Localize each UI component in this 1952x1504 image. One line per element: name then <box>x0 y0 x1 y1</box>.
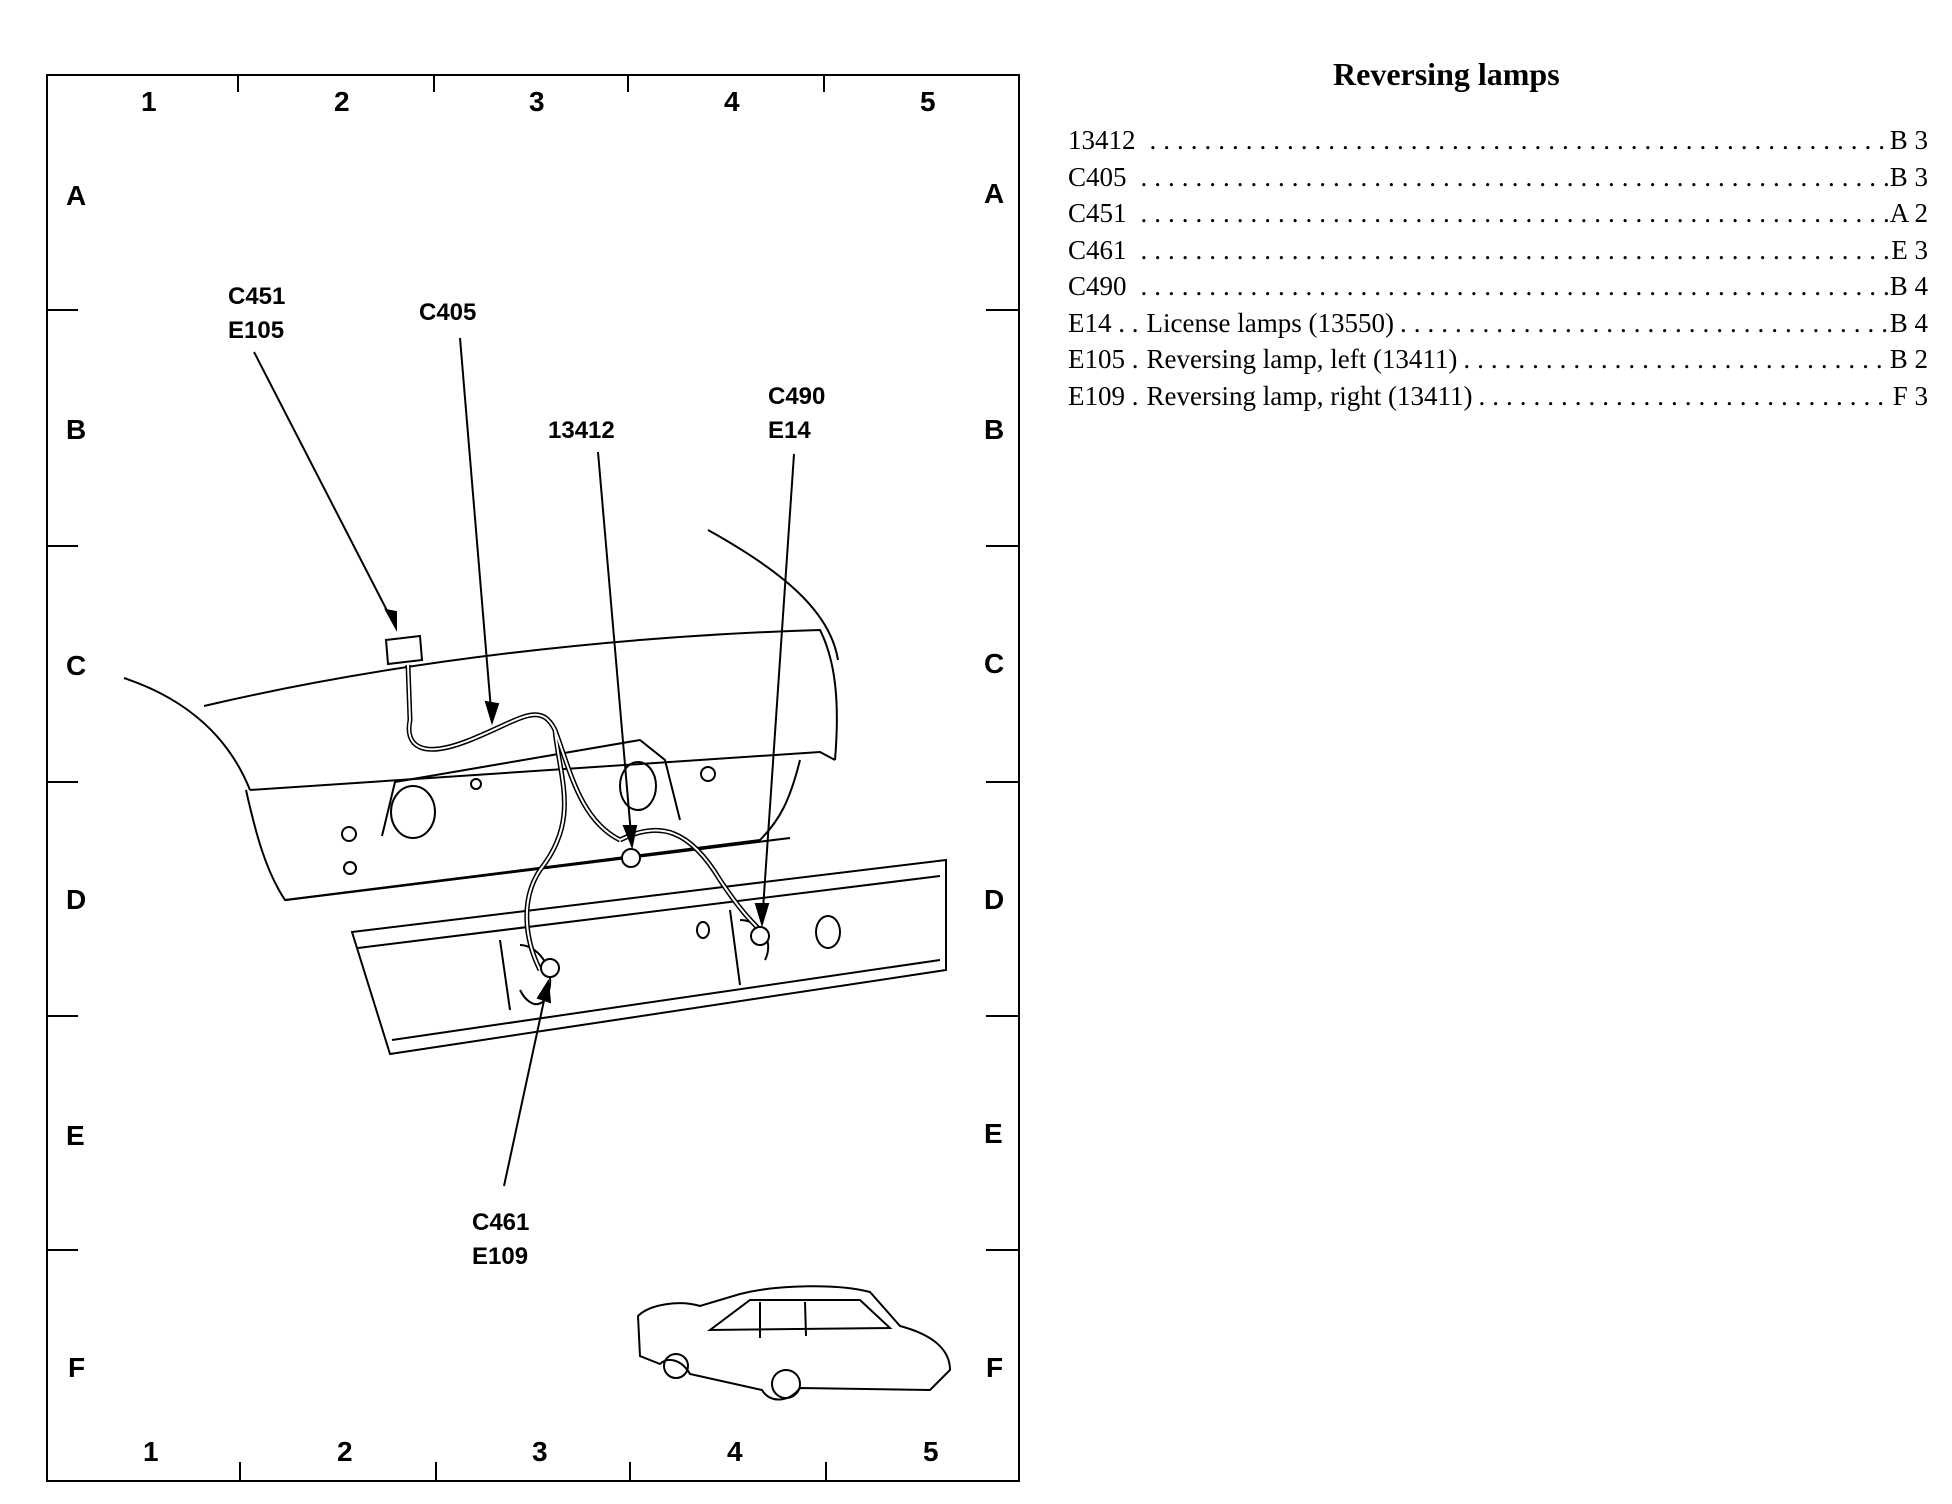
legend-leader-dots: ........................................… <box>1399 307 1890 338</box>
row-label-c-right: C <box>984 648 1005 679</box>
legend-ref: E 3 <box>1891 234 1928 265</box>
legend-id: C490 <box>1068 271 1127 301</box>
legend-id: E105 . <box>1068 344 1139 374</box>
legend-id: E109 . <box>1068 380 1139 411</box>
col-label-2-bottom: 2 <box>337 1436 353 1467</box>
legend-leader-dots: ........................................… <box>1140 198 1890 228</box>
col-label-1-bottom: 1 <box>143 1436 159 1467</box>
col-label-3-top: 3 <box>529 86 545 117</box>
legend-row: C451 ...................................… <box>1068 195 1928 232</box>
row-label-a-right: A <box>984 178 1005 209</box>
legend-ref: A 2 <box>1889 198 1928 228</box>
col-label-1-top: 1 <box>141 86 157 117</box>
callout-13412: 13412 <box>548 414 615 448</box>
callout-c461-e109: C461 E109 <box>472 1206 529 1274</box>
legend-ref: B 3 <box>1889 125 1928 155</box>
legend-ref: B 2 <box>1889 344 1928 374</box>
legend-ref: B 3 <box>1889 161 1928 192</box>
row-label-a-left: A <box>66 180 87 211</box>
col-label-4-bottom: 4 <box>727 1436 743 1467</box>
callout-c451-e105: C451 E105 <box>228 280 285 348</box>
connectors <box>384 634 770 978</box>
row-label-f-left: F <box>68 1352 86 1383</box>
diagram-frame <box>46 74 1020 1482</box>
callout-c405: C405 <box>419 296 476 330</box>
wiring-harness-inner <box>407 664 761 971</box>
legend-leader-dots: ........................................… <box>1478 380 1892 411</box>
callout-line-c490: C490 <box>768 383 826 410</box>
grid-ticks <box>46 74 1020 1482</box>
legend-row: C490 ...................................… <box>1068 268 1928 305</box>
legend-ref: B 4 <box>1889 307 1928 338</box>
row-label-f-right: F <box>986 1352 1004 1383</box>
legend-leader-dots: ........................................… <box>1140 234 1892 265</box>
legend-ref: F 3 <box>1892 380 1928 411</box>
legend-id: C405 <box>1068 161 1127 192</box>
legend-id: 13412 <box>1068 125 1136 155</box>
callout-line-c405: C405 <box>419 299 477 326</box>
callout-line-e14: E14 <box>768 417 811 444</box>
legend-row: E109 . Reversing lamp, right (13411) ...… <box>1068 378 1928 415</box>
legend-list: 13412 ..................................… <box>1068 122 1928 414</box>
leader-lines <box>253 337 795 1187</box>
row-label-e-right: E <box>984 1118 1003 1149</box>
car-silhouette <box>636 1285 952 1401</box>
legend-row: E14 . . License lamps (13550) ..........… <box>1068 305 1928 342</box>
legend-id: C451 <box>1068 198 1127 228</box>
legend-row: E105 . Reversing lamp, left (13411) ....… <box>1068 341 1928 378</box>
col-label-3-bottom: 3 <box>532 1436 548 1467</box>
legend-title: Reversing lamps <box>1333 56 1560 92</box>
col-label-5-bottom: 5 <box>923 1436 939 1467</box>
legend-leader-dots: ........................................… <box>1463 344 1890 374</box>
row-label-c-left: C <box>66 650 87 681</box>
legend-id: C461 <box>1068 234 1127 265</box>
legend-id: E14 . . <box>1068 307 1139 338</box>
legend-desc: Reversing lamp, left (13411) <box>1146 344 1458 374</box>
license-panel <box>350 858 947 1056</box>
callout-line-e109: E109 <box>472 1243 529 1270</box>
legend-leader-dots: ........................................… <box>1149 125 1890 155</box>
row-label-e-left: E <box>66 1120 85 1151</box>
legend-desc: Reversing lamp, right (13411) <box>1146 380 1473 411</box>
col-label-4-top: 4 <box>724 86 740 117</box>
legend-row: C461 ...................................… <box>1068 232 1928 269</box>
legend-desc: License lamps (13550) <box>1146 307 1394 338</box>
callout-c490-e14: C490 E14 <box>768 380 825 448</box>
col-label-2-top: 2 <box>334 86 350 117</box>
legend-row: 13412 ..................................… <box>1068 122 1928 159</box>
callout-line-c451: C451 <box>228 283 286 310</box>
legend-row: C405 ...................................… <box>1068 159 1928 196</box>
callout-line-13412: 13412 <box>548 417 615 444</box>
row-label-d-right: D <box>984 884 1005 915</box>
legend-leader-dots: ........................................… <box>1140 271 1890 301</box>
callout-line-c461: C461 <box>472 1209 530 1236</box>
row-label-b-right: B <box>984 414 1005 445</box>
row-label-b-left: B <box>66 414 87 445</box>
col-label-5-top: 5 <box>920 86 936 117</box>
legend-leader-dots: ........................................… <box>1140 161 1890 192</box>
callout-line-e105: E105 <box>228 317 285 344</box>
legend-ref: B 4 <box>1889 271 1928 301</box>
row-label-d-left: D <box>66 884 87 915</box>
